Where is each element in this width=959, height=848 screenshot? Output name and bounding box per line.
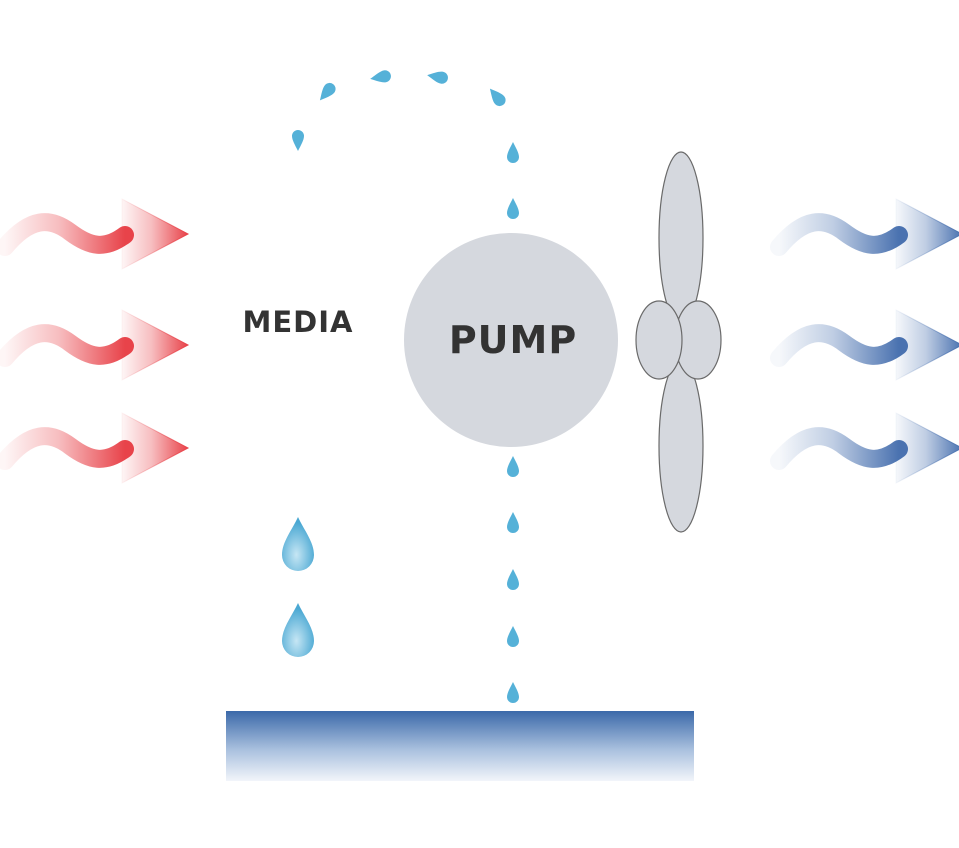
water-drop-icon <box>282 603 314 657</box>
pump-body <box>404 233 618 447</box>
water-drops-to-spray <box>507 142 519 219</box>
wavy-arrow-icon <box>779 413 959 483</box>
water-drop-icon <box>369 69 392 85</box>
wavy-arrow-icon <box>779 199 959 269</box>
fan-icon <box>635 151 722 533</box>
water-reservoir <box>226 711 694 781</box>
water-spray-arc <box>292 69 509 151</box>
water-drop-icon <box>507 569 519 590</box>
water-drop-icon <box>485 84 509 109</box>
wavy-arrow-icon <box>779 310 959 380</box>
water-drop-icon <box>507 626 519 647</box>
hot-air-arrows <box>5 199 188 483</box>
wavy-arrow-icon <box>5 413 188 483</box>
media-label: MEDIA <box>243 305 354 339</box>
water-drop-icon <box>507 142 519 163</box>
pump: PUMP <box>404 233 618 447</box>
water-drops-from-reservoir <box>507 456 519 703</box>
water-drop-icon <box>507 198 519 219</box>
dripping-drops <box>282 517 314 657</box>
wavy-arrow-icon <box>5 310 188 380</box>
water-drop-icon <box>292 130 304 151</box>
water-drop-icon <box>507 512 519 533</box>
cool-air-arrows <box>779 199 959 483</box>
water-drop-icon <box>507 682 519 703</box>
water-drop-icon <box>507 456 519 477</box>
water-drop-icon <box>282 517 314 571</box>
water-drop-icon <box>315 80 339 105</box>
water-drop-icon <box>426 69 449 85</box>
pump-label: PUMP <box>449 318 577 362</box>
wavy-arrow-icon <box>5 199 188 269</box>
